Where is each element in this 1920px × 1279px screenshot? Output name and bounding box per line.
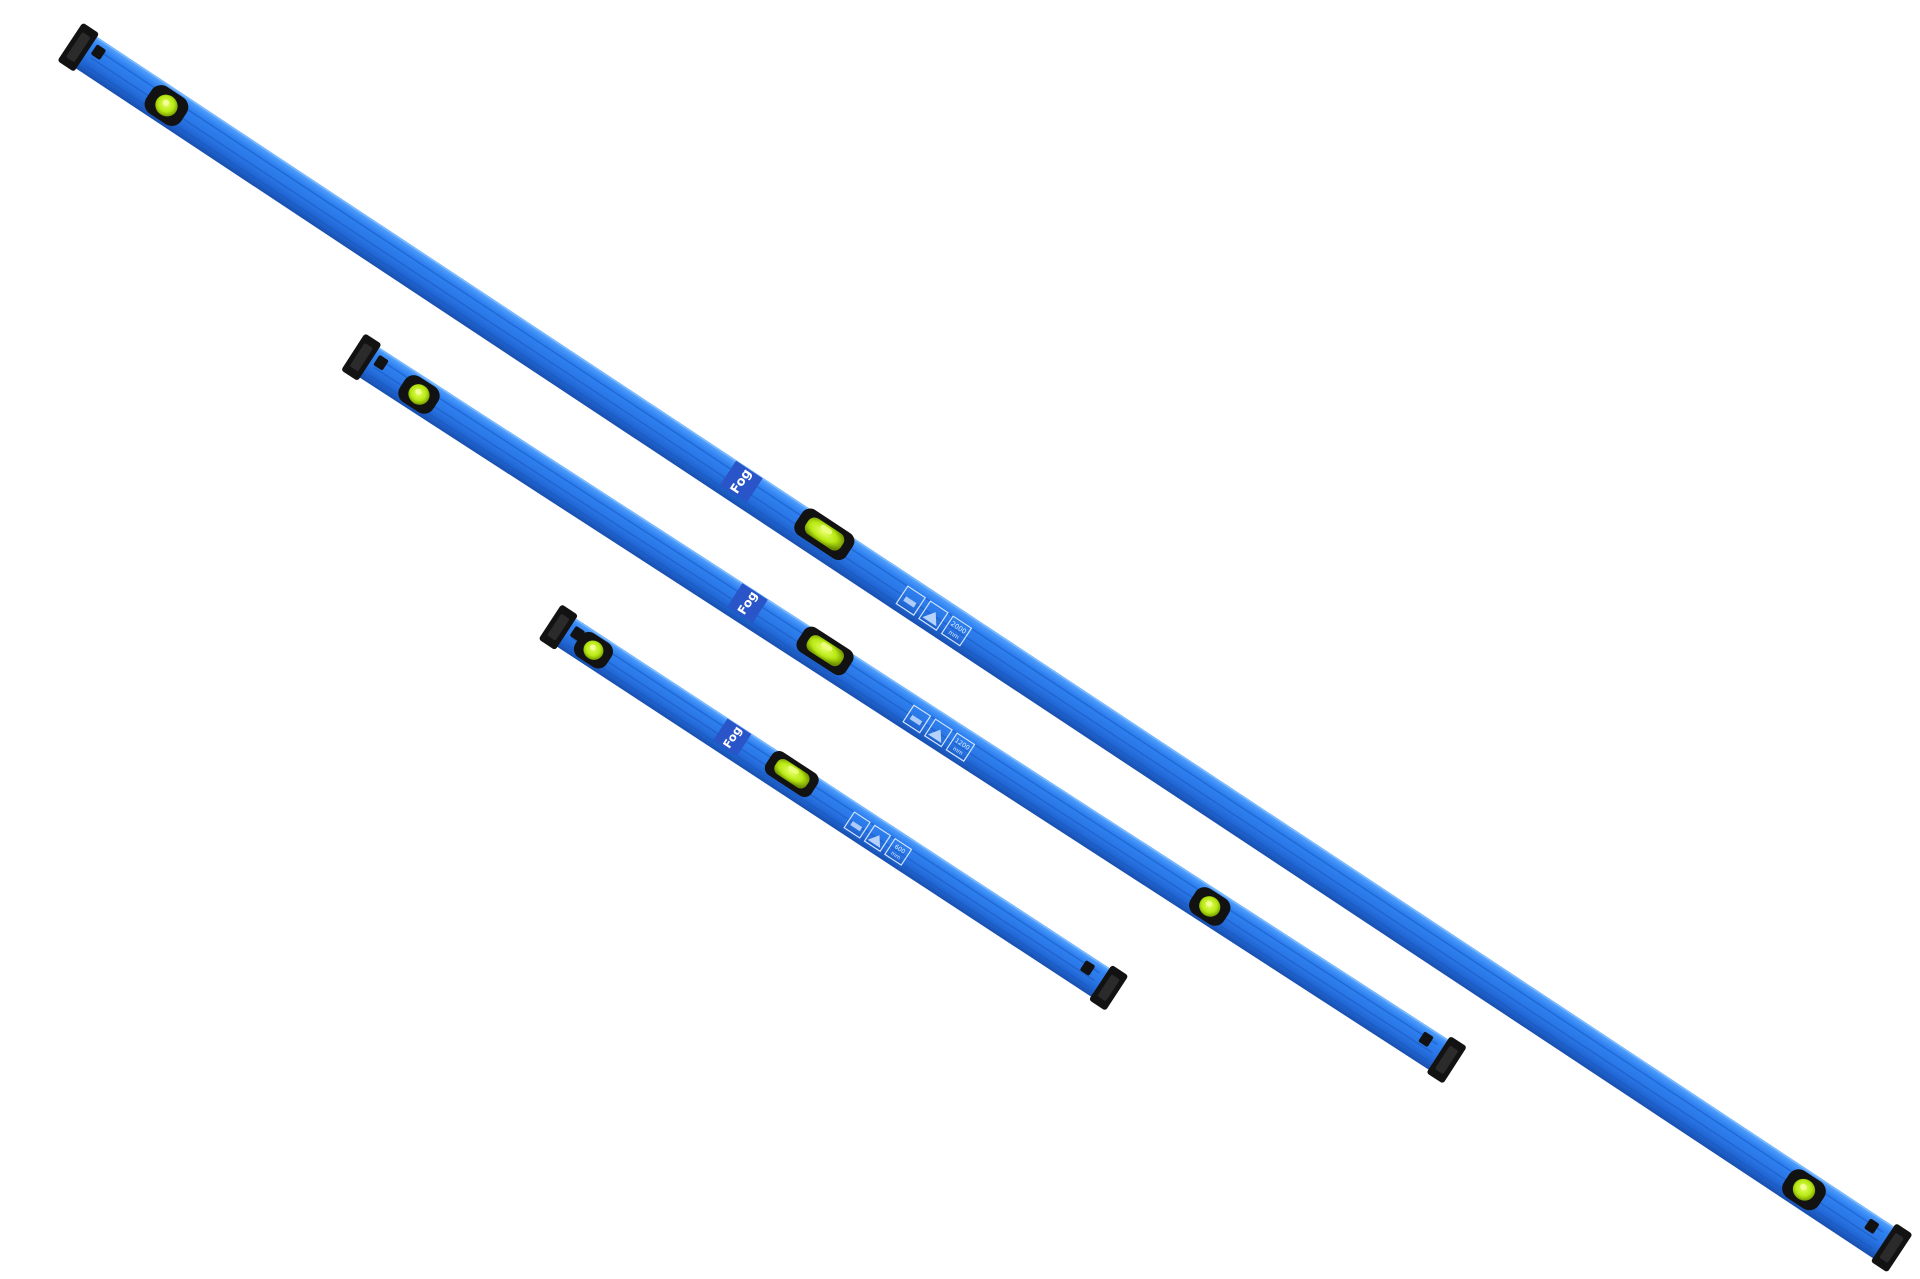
vial-round-near-left	[573, 631, 613, 669]
unit-label: mm	[889, 851, 901, 862]
brand-label: Fog	[720, 460, 763, 503]
unit-label: mm	[947, 630, 960, 641]
level-groove	[95, 48, 1884, 1233]
spec-icon-1	[843, 811, 871, 839]
level-highlight	[84, 29, 1906, 1236]
spec-length-box	[940, 615, 973, 647]
spec-length-box	[883, 837, 913, 866]
spec-length-box	[945, 732, 976, 762]
spec-icon-2	[863, 824, 892, 853]
end-cap-right	[1080, 960, 1128, 1010]
brand-label: Fog	[713, 718, 752, 756]
level-groove	[368, 374, 1428, 1061]
end-cap-left	[58, 23, 106, 71]
brand-label: Fog	[727, 583, 768, 623]
end-cap-right	[1864, 1218, 1912, 1272]
brand-box	[720, 460, 763, 503]
vial-horizontal-center	[796, 626, 854, 676]
end-cap-left	[342, 334, 389, 380]
vial-horizontal-center	[794, 508, 855, 561]
spec-icon-2	[918, 600, 949, 631]
vial-round-near-right	[1189, 887, 1231, 926]
level-body	[348, 339, 1460, 1078]
level-highlight	[366, 340, 1460, 1049]
brand-box	[713, 718, 752, 756]
vial-horizontal-center	[764, 751, 819, 798]
level-highlight	[563, 610, 1122, 978]
level-body	[64, 29, 1906, 1266]
level-body	[545, 610, 1122, 1005]
vial-round-near-left	[398, 375, 440, 414]
level-groove	[373, 366, 1433, 1054]
level-groove	[378, 358, 1438, 1046]
end-cap-right	[1418, 1032, 1466, 1083]
unit-label: mm	[951, 746, 963, 757]
vial-round-near-right	[1782, 1169, 1826, 1211]
level-groove	[575, 629, 1100, 974]
spec-icon-2	[923, 718, 953, 748]
level-groove	[565, 643, 1091, 989]
vial-round-near-left	[144, 85, 189, 126]
level-groove	[84, 64, 1873, 1250]
spec-icon-1	[902, 704, 932, 734]
spec-icon-1	[895, 585, 927, 616]
level-groove	[90, 56, 1878, 1242]
brand-box	[727, 583, 768, 623]
level-groove	[570, 636, 1095, 982]
